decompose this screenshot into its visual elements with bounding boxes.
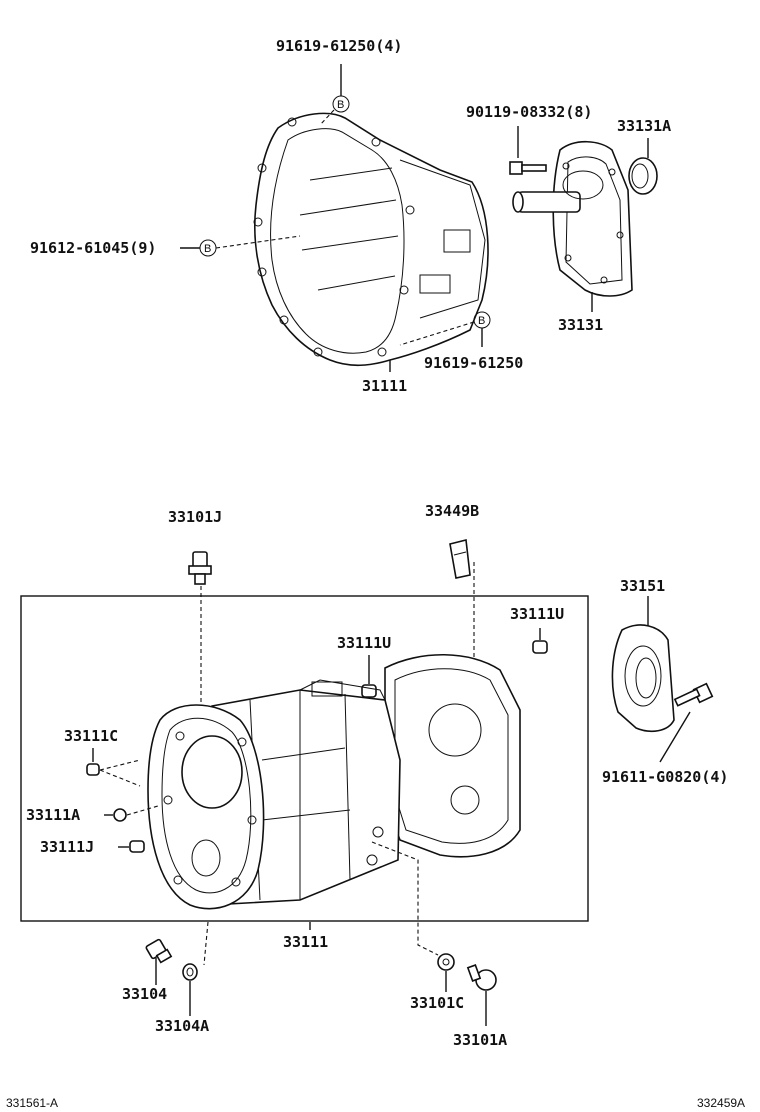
label-oil-seal: 33131A [617,117,671,135]
label-drain-gasket: 33104A [155,1017,209,1035]
svg-text:B: B [204,243,211,255]
label-pin-c: 33111C [64,727,118,745]
pin-33111j [129,840,145,853]
label-rear-bolt: 91611-G0820(4) [602,768,728,786]
rear-retainer-bolt [673,682,714,707]
retainer-bolt [509,161,547,175]
label-filler-gasket: 33101C [410,994,464,1012]
callout-b-left: B [199,239,217,257]
label-bottom-bolt: 91619-61250 [424,354,523,372]
label-drain-plug: 33104 [122,985,167,1003]
svg-text:B: B [337,99,344,111]
bellhousing-31111 [253,112,489,367]
label-rear-retainer: 33151 [620,577,665,595]
label-breather: 33101J [168,508,222,526]
footer-right-code: 332459A [697,1096,745,1110]
callout-b-bottom: B [473,311,491,329]
label-pin-j: 33111J [40,838,94,856]
pin-33111u-center [361,684,377,698]
case-assembly-frame [20,595,589,922]
front-bearing-retainer-33131 [512,140,633,297]
rear-retainer-33151 [611,624,675,733]
footer-left-code: 331561-A [6,1096,58,1110]
filler-plug-33101a [466,964,497,991]
label-clip: 33449B [425,502,479,520]
label-retainer-bolt: 90119-08332(8) [466,103,592,121]
label-case: 33111 [283,933,328,951]
filler-gasket-33101c [437,953,455,971]
label-left-bolt: 91612-61045(9) [30,239,156,257]
label-retainer: 33131 [558,316,603,334]
pin-33111u-right [532,640,548,654]
oil-seal-33131a [628,157,658,195]
label-filler-plug: 33101A [453,1031,507,1049]
breather-plug [188,551,212,585]
clip-33449b [449,539,471,579]
pin-33111c [86,763,100,776]
label-top-bolt: 91619-61250(4) [276,37,402,55]
drain-plug-33104 [145,938,173,964]
label-pin-a: 33111A [26,806,80,824]
drain-gasket-33104a [182,963,198,981]
label-pin-center: 33111U [337,634,391,652]
transmission-case-33111 [147,653,521,910]
svg-text:B: B [478,315,485,327]
label-bellhousing: 31111 [362,377,407,395]
label-pin-right: 33111U [510,605,564,623]
callout-b-top: B [332,95,350,113]
pin-33111a [113,808,127,822]
